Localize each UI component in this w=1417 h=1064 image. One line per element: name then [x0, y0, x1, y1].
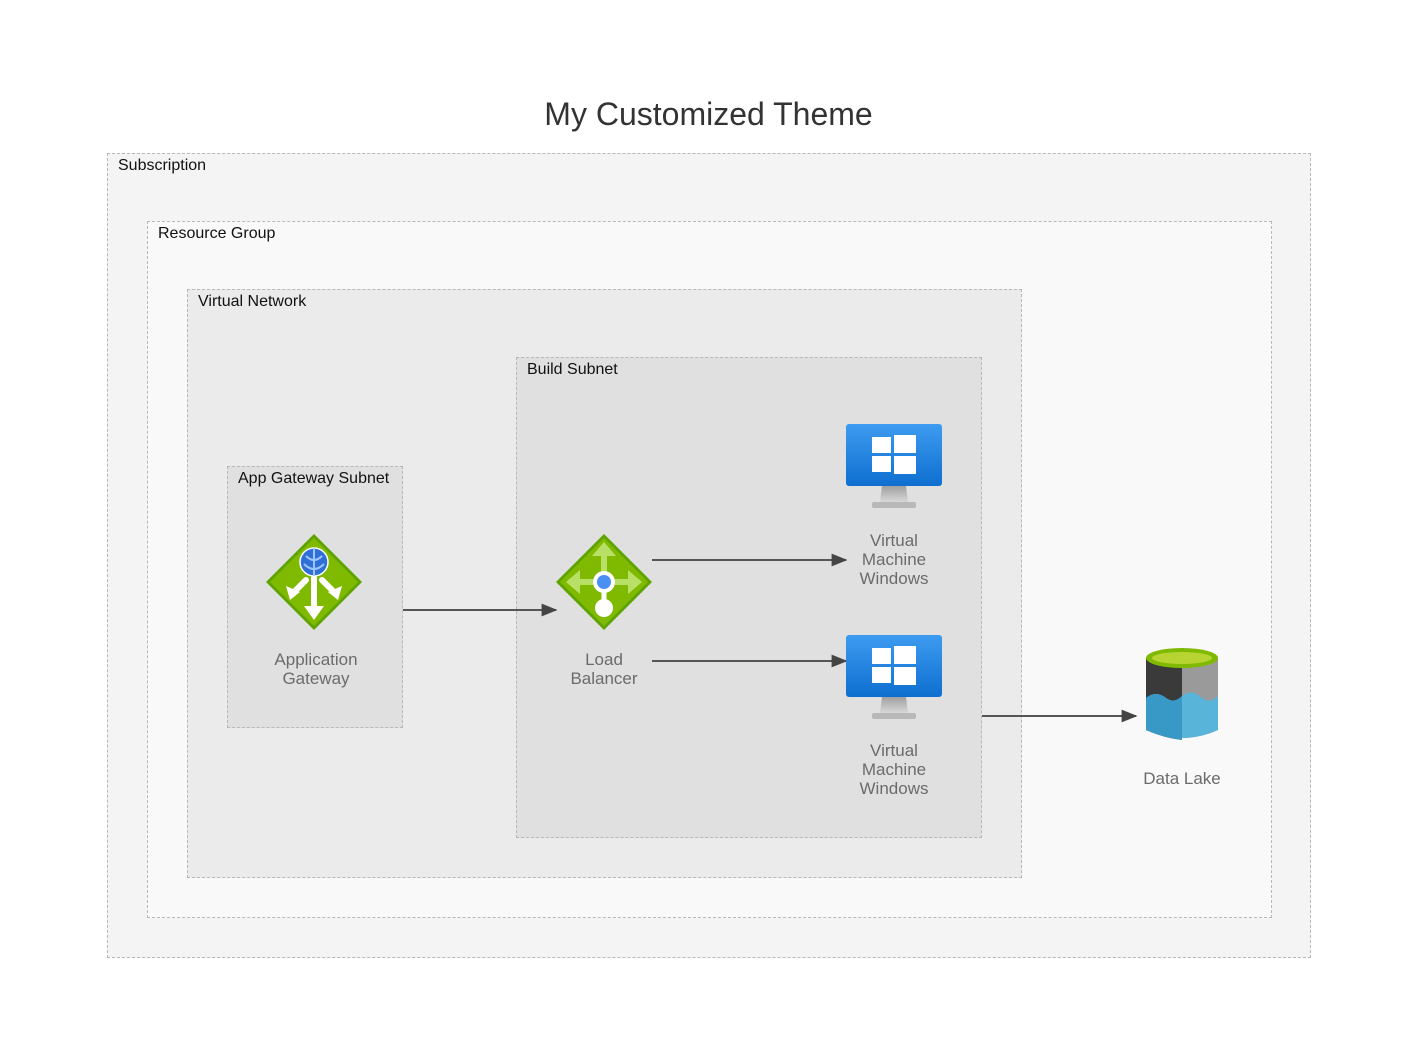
windows-vm-icon: [846, 424, 942, 508]
load-balancer-icon: [556, 534, 652, 630]
data-lake-icon: [1146, 648, 1218, 740]
vm-top-label: Virtual Machine Windows: [859, 531, 929, 588]
load-balancer-label: Load Balancer: [570, 650, 638, 688]
virtual-network-label: Virtual Network: [198, 293, 307, 310]
windows-vm-icon: [846, 635, 942, 719]
application-gateway-label: Application Gateway: [274, 650, 358, 688]
subscription-label: Subscription: [118, 157, 207, 174]
app-gateway-subnet-label: App Gateway Subnet: [238, 470, 390, 487]
data-lake-label: Data Lake: [1143, 769, 1221, 788]
application-gateway-icon: [266, 534, 362, 630]
build-subnet-label: Build Subnet: [527, 361, 618, 378]
diagram-title: My Customized Theme: [544, 96, 873, 132]
vm-bottom-label: Virtual Machine Windows: [859, 741, 929, 798]
resource-group-label: Resource Group: [158, 225, 276, 242]
